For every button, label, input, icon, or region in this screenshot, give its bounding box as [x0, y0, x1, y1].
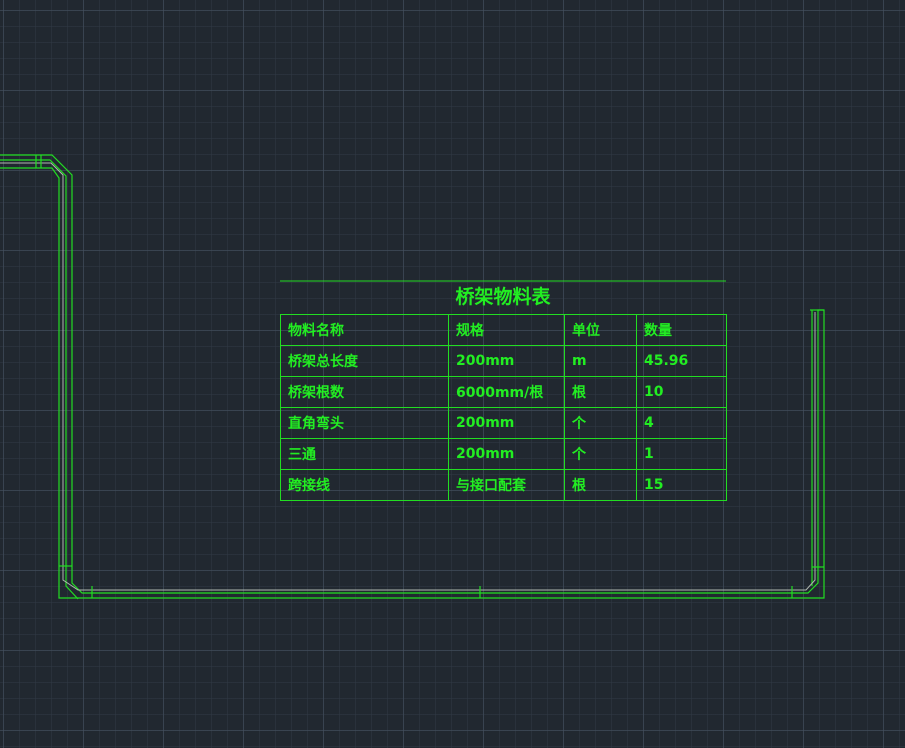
table-header-row[interactable]: 物料名称 规格 单位 数量	[280, 314, 727, 346]
table-row[interactable]: 跨接线 与接口配套 根 15	[280, 469, 727, 501]
cell-unit[interactable]: 个	[564, 438, 637, 470]
cell-spec[interactable]: 6000mm/根	[448, 376, 565, 408]
cell-spec[interactable]: 与接口配套	[448, 469, 565, 501]
header-cell-unit[interactable]: 单位	[564, 314, 637, 346]
material-table[interactable]: 物料名称 规格 单位 数量 桥架总长度 200mm m 45.96 桥架根数 6…	[280, 314, 727, 501]
table-title[interactable]: 桥架物料表	[455, 286, 551, 308]
cell-name[interactable]: 三通	[280, 438, 449, 470]
tray-outer-edge[interactable]	[0, 154, 825, 599]
cell-qty[interactable]: 4	[636, 407, 727, 439]
cell-unit[interactable]: 根	[564, 469, 637, 501]
table-row[interactable]: 桥架根数 6000mm/根 根 10	[280, 376, 727, 408]
cell-qty[interactable]: 1	[636, 438, 727, 470]
table-row[interactable]: 三通 200mm 个 1	[280, 438, 727, 470]
header-cell-name[interactable]: 物料名称	[280, 314, 449, 346]
cell-unit[interactable]: m	[564, 345, 637, 377]
cell-name[interactable]: 直角弯头	[280, 407, 449, 439]
cell-unit[interactable]: 个	[564, 407, 637, 439]
cell-name[interactable]: 桥架总长度	[280, 345, 449, 377]
header-cell-qty[interactable]: 数量	[636, 314, 727, 346]
cell-spec[interactable]: 200mm	[448, 345, 565, 377]
cell-unit[interactable]: 根	[564, 376, 637, 408]
cell-qty[interactable]: 10	[636, 376, 727, 408]
cell-spec[interactable]: 200mm	[448, 438, 565, 470]
table-row[interactable]: 直角弯头 200mm 个 4	[280, 407, 727, 439]
cell-name[interactable]: 桥架根数	[280, 376, 449, 408]
cell-qty[interactable]: 15	[636, 469, 727, 501]
header-cell-spec[interactable]: 规格	[448, 314, 565, 346]
cell-spec[interactable]: 200mm	[448, 407, 565, 439]
cell-qty[interactable]: 45.96	[636, 345, 727, 377]
table-row[interactable]: 桥架总长度 200mm m 45.96	[280, 345, 727, 377]
cell-name[interactable]: 跨接线	[280, 469, 449, 501]
tray-centerline[interactable]	[0, 162, 816, 591]
tray-inner-edge[interactable]	[0, 159, 79, 600]
